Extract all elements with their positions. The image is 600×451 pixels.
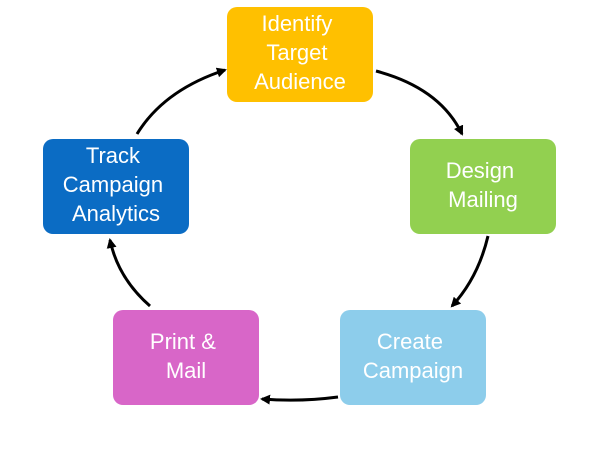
node-label-line: Create <box>377 329 443 354</box>
node-label-line: Campaign <box>363 358 463 383</box>
node-identify-target-audience: Identify Target Audience <box>227 7 373 102</box>
arrow-design-to-create <box>450 235 490 308</box>
node-print-mail: Print & Mail <box>113 310 259 405</box>
node-label-line: Campaign <box>63 172 163 197</box>
node-label-line: Design <box>446 158 514 183</box>
node-label-line: Mail <box>166 358 206 383</box>
svg-text:Track Campaign Ana: Track Campaign Analytics <box>63 143 169 226</box>
svg-text:Create Campaign: Create Campaign <box>363 329 463 383</box>
svg-text:Design Mailing: Design Mailing <box>446 158 521 212</box>
node-label-line: Track <box>86 143 141 168</box>
arrow-print-to-track <box>106 238 151 308</box>
arrow-create-to-print <box>260 394 339 405</box>
node-label-line: Analytics <box>72 201 160 226</box>
node-label-line: Print & <box>150 329 216 354</box>
arrow-track-to-identify <box>135 67 227 135</box>
node-label-line: Audience <box>254 69 346 94</box>
svg-text:Identify Target Au: Identify Target Audience <box>254 11 346 94</box>
svg-text:Print & Mail: Print & Mail <box>150 329 222 383</box>
node-create-campaign: Create Campaign <box>340 310 486 405</box>
node-label-line: Target <box>266 40 327 65</box>
node-track-campaign-analytics: Track Campaign Analytics <box>43 139 189 234</box>
node-label-line: Identify <box>261 11 332 36</box>
node-design-mailing: Design Mailing <box>410 139 556 234</box>
node-label-line: Mailing <box>448 187 518 212</box>
arrow-identify-to-design <box>375 69 464 136</box>
